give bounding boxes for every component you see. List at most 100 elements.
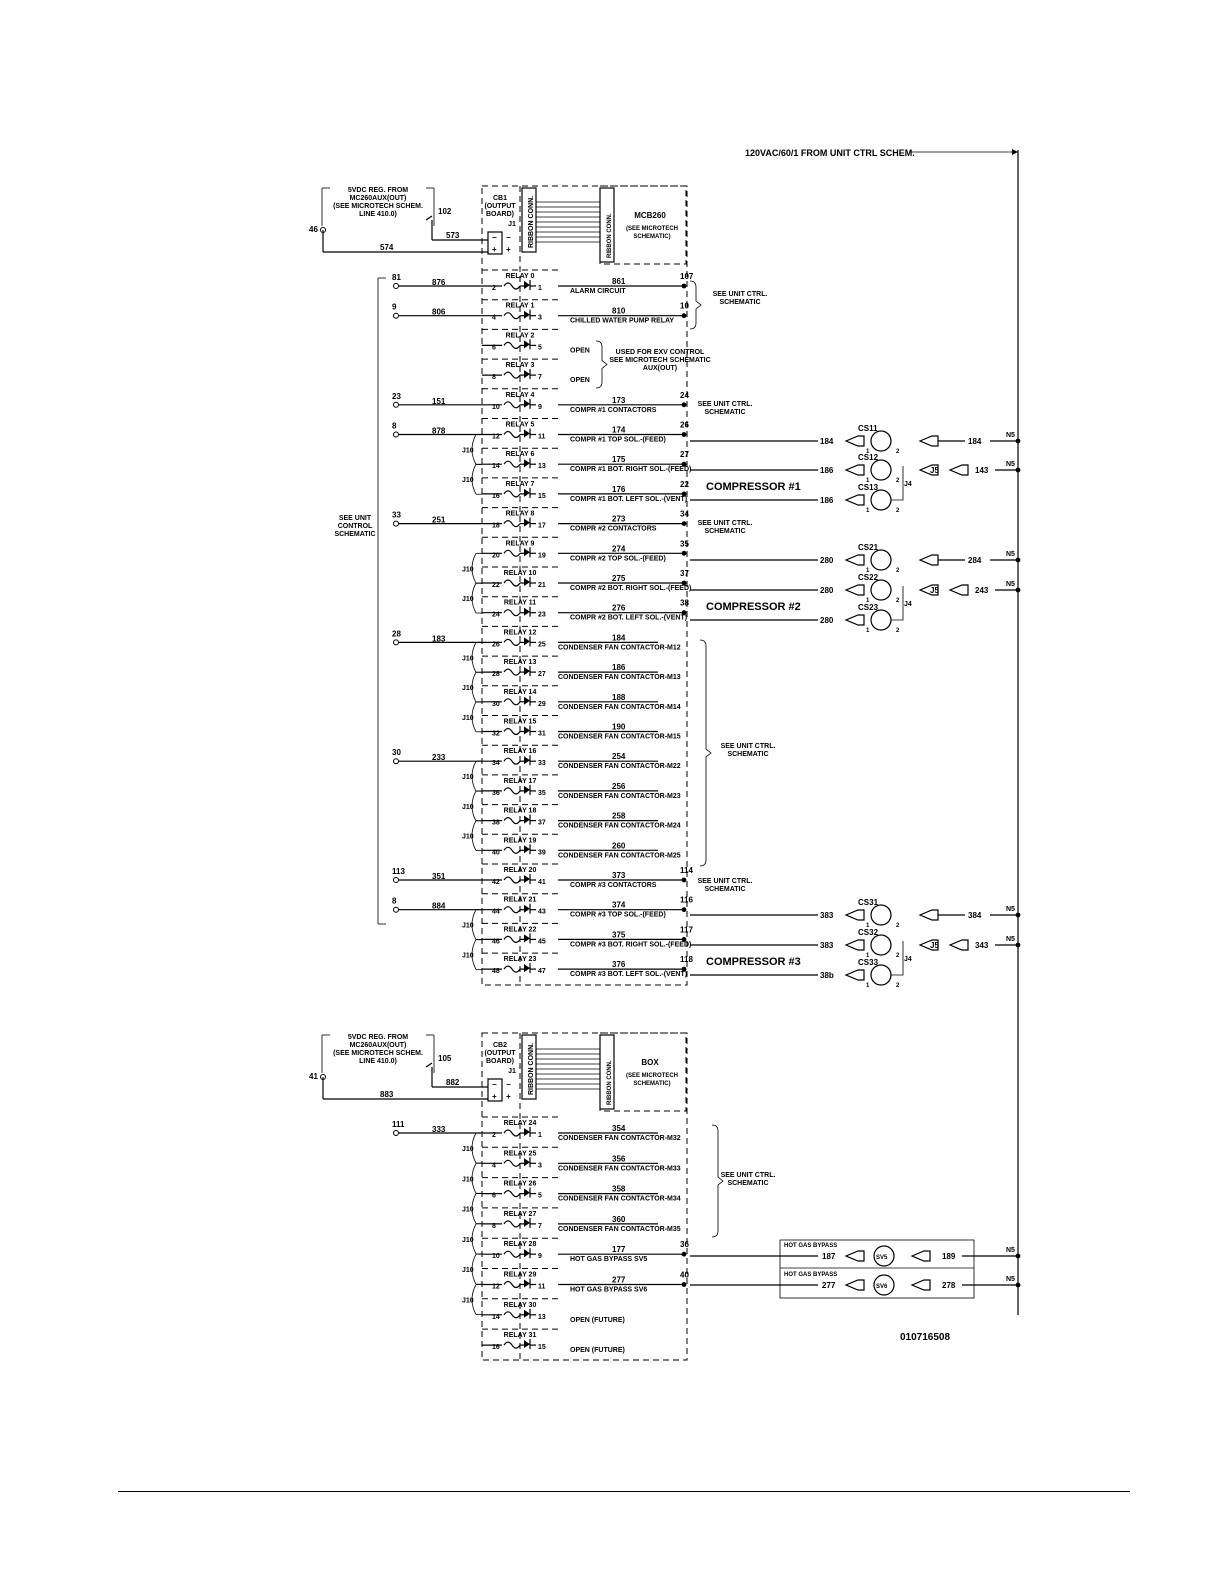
board1-controller-conn-label: RIBBON CONN. <box>607 213 613 258</box>
relays1-row-0-term-label: 81 <box>392 273 401 282</box>
relays2-row-3-load-wire-label: 360 <box>612 1215 626 1224</box>
board2-controller-note: (SEE MICROTECH <box>626 1073 678 1079</box>
relays1-row-21-term-label: 8 <box>392 897 397 906</box>
relays1-row-19-diode-icon <box>524 845 530 854</box>
relays1-row-4-pin-right: 9 <box>538 404 542 411</box>
board1-supply-note: MC260AUX(OUT) <box>350 195 407 202</box>
relays1-row-18-contact-icon <box>503 817 521 825</box>
relays1-row-14-pin-left: 30 <box>492 701 500 708</box>
board2-controller-note: SCHEMATIC) <box>633 1081 670 1087</box>
relays1-row-6-description: COMPR #1 BOT. RIGHT SOL.-(FEED) <box>570 466 691 473</box>
compressor-1-sol-1-plug-right-icon <box>918 584 939 596</box>
hot-gas-0-end-label: N5 <box>1006 1247 1015 1254</box>
compressor-0-sol-0-pin-1: 1 <box>866 449 870 455</box>
relays1-row-9-load-node <box>681 550 687 556</box>
relays1-row-23-load-wire-label: 376 <box>612 960 626 969</box>
compressor-1-sol-0-coil-icon <box>870 549 892 571</box>
relays1-row-19-load-wire-label: 260 <box>612 841 626 850</box>
compressor-1-sol-1-right-label: 243 <box>975 586 989 595</box>
relays2-row-5-load-term-label: 40 <box>680 1271 689 1280</box>
relays1-row-3-pin-right: 7 <box>538 374 542 381</box>
relays2-row-0-feed-wire-label: 333 <box>432 1125 446 1134</box>
relays1-row-23-load-term-label: 118 <box>680 955 693 964</box>
relays1-row-5-description: COMPR #1 TOP SOL.-(FEED) <box>570 437 666 444</box>
relays1-row-15-pin-right: 31 <box>538 731 546 738</box>
relays2-row-2-pin-left: 6 <box>492 1193 496 1200</box>
relays2-row-4-pin-left: 10 <box>492 1253 500 1260</box>
board2-wire-bottom-label: 883 <box>380 1090 394 1099</box>
compressor-0-sol-0-right-label: 184 <box>968 437 982 446</box>
compressor-2-sol-2-pin-1: 1 <box>866 983 870 989</box>
compressor-1-sol-0-plug-left-icon <box>844 554 865 566</box>
relays1-row-19-description: CONDENSER FAN CONTACTOR-M25 <box>558 852 681 859</box>
relays2-row-5-pin-right: 11 <box>538 1284 546 1291</box>
relays2-row-1-pin-left: 4 <box>492 1162 496 1169</box>
relays1-row-11-load-node <box>681 610 687 616</box>
hot-gas-1-left-label: 277 <box>822 1281 836 1290</box>
board2-term-mid-label: 105 <box>438 1054 452 1063</box>
relays2-row-3-pin-left: 8 <box>492 1223 496 1230</box>
relays2-row-1-diode-icon <box>524 1158 530 1167</box>
relays1-row-8-diode-icon <box>524 518 530 527</box>
compressor-0-sol-2-j4-label: J4 <box>904 481 912 488</box>
compressor-2-sol-0-pin-2: 2 <box>896 923 900 929</box>
board2-minus-sign: − <box>492 1080 497 1089</box>
jumpers1-jumper-1-label: J10 <box>462 477 474 484</box>
relays1-row-5-term-label: 8 <box>392 422 397 431</box>
relays2-row-5-load-wire-label: 277 <box>612 1276 626 1285</box>
compressor-2-sol-2-j4-label: J4 <box>904 956 912 963</box>
compressor-0-sol-2-left-label: 186 <box>820 496 834 505</box>
relays1-row-10-load-node <box>681 580 687 586</box>
compressor-2-sol-1-plug-left-icon <box>844 939 865 951</box>
relays1-row-2-relay-name: RELAY 2 <box>506 332 535 339</box>
relays2-row-6-pin-left: 14 <box>492 1314 500 1321</box>
jumpers1-jumper-7-arc <box>471 761 477 792</box>
relays1-row-4-load-node <box>681 402 687 408</box>
compressor-2-sol-2-left-label: 38b <box>820 971 834 980</box>
hot-gas-0-bus-node <box>1015 1253 1021 1259</box>
relays1-row-11-pin-left: 24 <box>492 612 500 619</box>
board2-term-left-label: 41 <box>309 1072 318 1081</box>
bracket-open <box>595 340 608 389</box>
hot-gas-1-coil-icon <box>873 1274 895 1296</box>
compressor-2-sol-0-pin-1: 1 <box>866 923 870 929</box>
relays2-row-6-relay-name: RELAY 30 <box>504 1302 537 1309</box>
compressor-2-sol-0-bus-node <box>1015 912 1021 918</box>
compressor-0-sol-0-name: CS11 <box>858 424 878 433</box>
board1-wire-top-label: 573 <box>446 231 460 240</box>
board2-minus-label: − <box>506 1080 511 1089</box>
jumpers1-jumper-4-label: J10 <box>462 655 474 662</box>
board2-supply-note: 5VDC REG. FROM <box>348 1034 408 1041</box>
relays1-row-21-pin-right: 43 <box>538 909 546 916</box>
note-see-unit-4: SEE UNIT CTRL. <box>721 743 776 750</box>
relays2-row-3-contact-icon <box>503 1220 521 1228</box>
relays1-row-6-contact-icon <box>503 460 521 468</box>
relays1-row-13-pin-right: 27 <box>538 671 546 678</box>
relays1-row-19-pin-right: 39 <box>538 849 546 856</box>
relays1-row-14-load-wire-label: 188 <box>612 693 626 702</box>
relays1-row-20-load-wire-label: 373 <box>612 871 626 880</box>
jumpers2-jumper-0-arc <box>471 1132 477 1164</box>
left-bracket-note: CONTROL <box>338 523 373 530</box>
relays2-row-3-relay-name: RELAY 27 <box>504 1211 537 1218</box>
relays1-row-18-pin-left: 38 <box>492 820 500 827</box>
relays1-row-21-feed-wire-label: 884 <box>432 902 446 911</box>
compressor-1-sol-0-right-label: 284 <box>968 556 982 565</box>
relays1-row-8-term <box>393 520 399 527</box>
compressor-0-sol-1-pin-2: 2 <box>896 478 900 484</box>
compressor-0-sol-0-pin-2: 2 <box>896 449 900 455</box>
hot-gas-0-plug-left-icon <box>844 1250 865 1262</box>
jumpers1-jumper-7-label: J10 <box>462 774 474 781</box>
compressor-0-sol-1-j-label: J5 <box>930 466 939 475</box>
compressor-1-sol-1-bus-node <box>1015 587 1021 593</box>
relays1-row-20-pin-left: 42 <box>492 879 500 886</box>
relays1-row-6-load-term-label: 27 <box>680 450 689 459</box>
relays1-row-11-description: COMPR #2 BOT. LEFT SOL.-(VENT) <box>570 615 687 622</box>
relays1-row-12-pin-right: 25 <box>538 641 546 648</box>
relays1-row-12-feed-wire-label: 183 <box>432 634 446 643</box>
relays1-row-20-load-term-label: 114 <box>680 866 693 875</box>
compressor-0-sol-1-name: CS12 <box>858 453 879 462</box>
relays1-row-1-load-wire-label: 810 <box>612 307 626 316</box>
relays1-row-22-load-wire-label: 375 <box>612 930 626 939</box>
